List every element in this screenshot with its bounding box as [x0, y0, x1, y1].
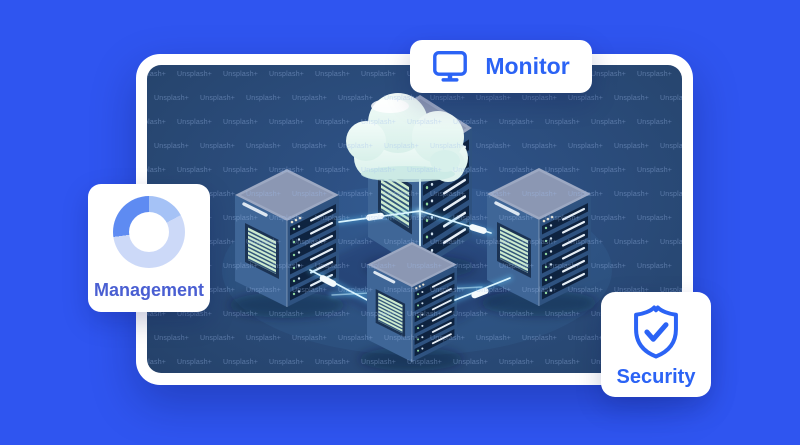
network-connection-lines	[307, 207, 494, 304]
management-card[interactable]: Management	[88, 184, 210, 312]
server-tower-front	[367, 242, 457, 362]
monitor-label: Monitor	[485, 53, 570, 79]
security-label: Security	[616, 366, 696, 388]
security-card[interactable]: Security	[601, 292, 711, 397]
monitor-icon	[433, 50, 468, 82]
server-network-illustration	[222, 93, 612, 371]
server-tower-right	[487, 168, 591, 306]
management-label: Management	[93, 280, 205, 300]
illustration-frame: Unsplash+Unsplash+Unsplash+Unsplash+Unsp…	[136, 54, 693, 385]
network-connection-front	[452, 275, 513, 303]
cloud-icon	[346, 93, 468, 182]
donut-chart-icon	[113, 196, 185, 268]
server-tower-left	[235, 169, 339, 307]
monitor-card[interactable]: Monitor	[410, 40, 592, 93]
shield-check-icon	[634, 305, 678, 359]
